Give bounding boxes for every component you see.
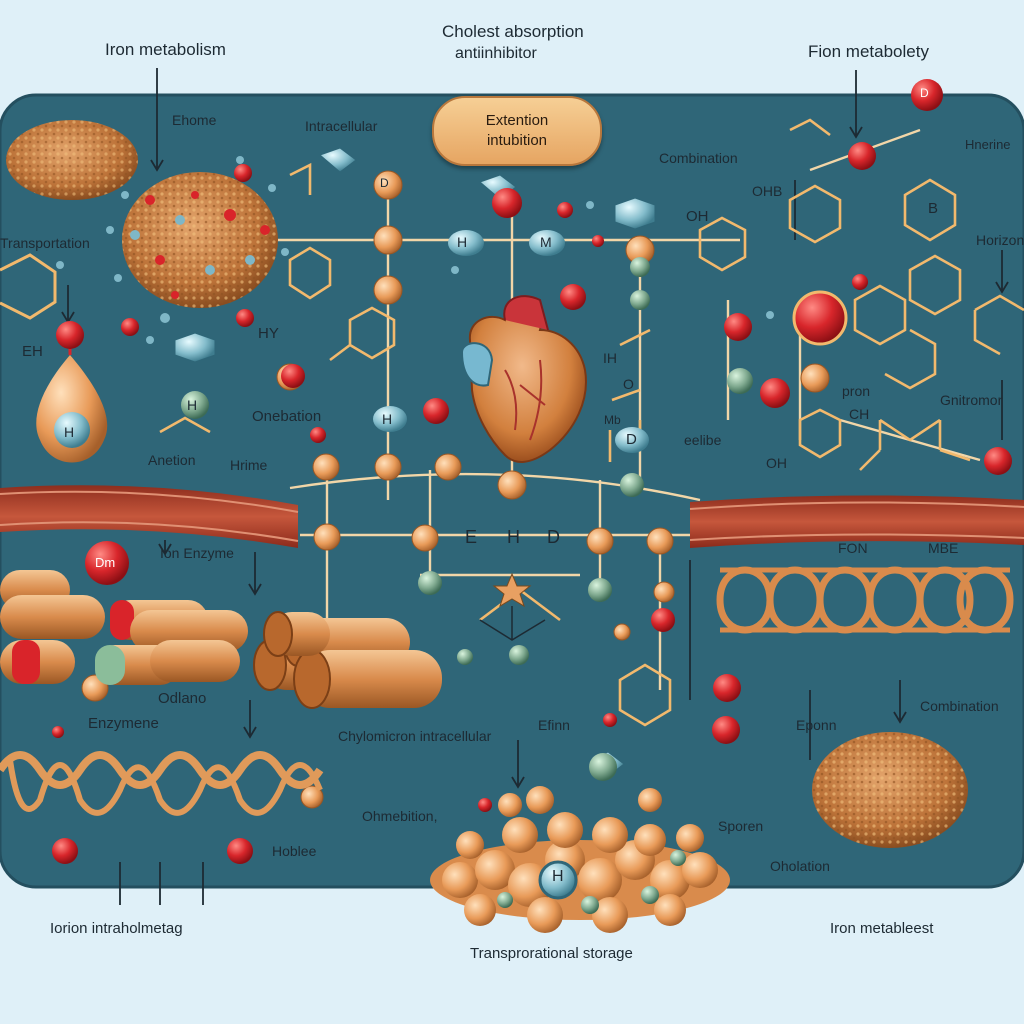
iron-cluster-right: [812, 732, 968, 848]
label-oholation: Oholation: [770, 858, 830, 874]
label-hoblee: Hoblee: [272, 843, 317, 859]
label-mb: Mb: [604, 413, 621, 427]
node-letter-drop: H: [64, 424, 75, 440]
label-ih: IH: [603, 350, 617, 366]
node-letter-d: M: [540, 234, 552, 250]
red-spheres-small: [52, 164, 868, 812]
label-enzymene: Enzymene: [88, 715, 159, 732]
label-top-center-2: antiinhibitor: [455, 45, 537, 62]
arrows: [61, 68, 1009, 905]
label-combination-right: Combination: [920, 698, 999, 714]
label-anetion: Anetion: [148, 452, 196, 468]
label-pron: pron: [842, 383, 871, 399]
droplets: [56, 156, 774, 344]
label-ehome: Ehome: [172, 112, 217, 128]
label-hnerine: Hnerine: [965, 137, 1011, 152]
label-hy: HY: [258, 325, 279, 342]
star-molecule: [479, 572, 546, 641]
label-combination: Combination: [659, 150, 738, 166]
node-letter-dm: Dm: [95, 555, 116, 570]
label-efinn: Efinn: [538, 717, 570, 733]
node-letter-a: D: [380, 176, 389, 190]
extension-pill: Extention intubition: [432, 96, 602, 166]
ferritin-cluster: [122, 172, 278, 308]
cylinders-stack: [253, 611, 442, 709]
red-spheres: [52, 79, 1012, 864]
label-transportation-left: Transportation: [0, 235, 90, 251]
pill-line-1: Extention: [485, 112, 549, 129]
label-bottom-center: Transprorational storage: [470, 945, 633, 962]
node-letter-h: H: [382, 411, 393, 427]
teal-nodes: [181, 230, 753, 781]
coil-right: [716, 566, 1014, 634]
cell-membrane-right: [689, 495, 1024, 548]
storage-pile: [430, 786, 730, 933]
label-ohb: OHB: [752, 183, 783, 199]
cell-membrane-left: [0, 485, 299, 548]
storage-badge: H: [552, 868, 564, 885]
iron-cluster-top-left: [6, 120, 138, 200]
label-top-right: Fion metabolety: [808, 42, 929, 61]
label-hrime: Hrime: [230, 457, 268, 473]
label-ohmebition: Ohmebition,: [362, 808, 438, 824]
benzene-ring-left: [0, 253, 57, 320]
label-sporen: Sporen: [718, 818, 764, 834]
tubes: [0, 570, 248, 685]
label-oh: OH: [766, 455, 787, 471]
center-letter-3: D: [547, 527, 560, 547]
label-top-left: Iron metabolism: [105, 40, 226, 59]
label-bottom-left: Iorion intraholmetag: [50, 920, 183, 937]
label-intracellular: Intracellular: [305, 118, 378, 134]
label-chylomicron: Chylomicron intracellular: [338, 728, 492, 744]
label-o: O: [623, 376, 634, 392]
label-top-center-1: Cholest absorption: [442, 22, 584, 41]
node-letter-red: D: [920, 86, 929, 100]
node-letter-e: B: [928, 200, 939, 217]
node-letter-b: H: [457, 234, 468, 250]
label-oh-top: OH: [686, 208, 709, 225]
label-mbe: MBE: [928, 540, 959, 556]
label-eelibe: eelibe: [684, 432, 722, 448]
iron-drop: [36, 321, 108, 463]
pill-line-2: intubition: [486, 132, 548, 149]
label-onebation: Onebation: [252, 408, 322, 425]
label-ion-enzyme: Ion Enzyme: [160, 545, 234, 561]
label-gnitromor: Gnitromor: [940, 392, 1003, 408]
label-fon: FON: [838, 540, 868, 556]
label-horizon: Horizon: [976, 232, 1024, 248]
label-eh: EH: [22, 343, 43, 360]
coil-left: [0, 751, 324, 816]
label-eponn: Eponn: [796, 717, 837, 733]
label-ch: CH: [849, 406, 870, 422]
heart-icon: [460, 295, 587, 463]
label-odlano: Odlano: [158, 690, 207, 707]
center-letter-2: H: [507, 527, 520, 547]
label-bottom-right: Iron metableest: [830, 920, 934, 937]
node-letter-hb: H: [187, 397, 198, 413]
node-letter-dmid: D: [626, 431, 637, 448]
center-letter-1: E: [465, 527, 478, 547]
